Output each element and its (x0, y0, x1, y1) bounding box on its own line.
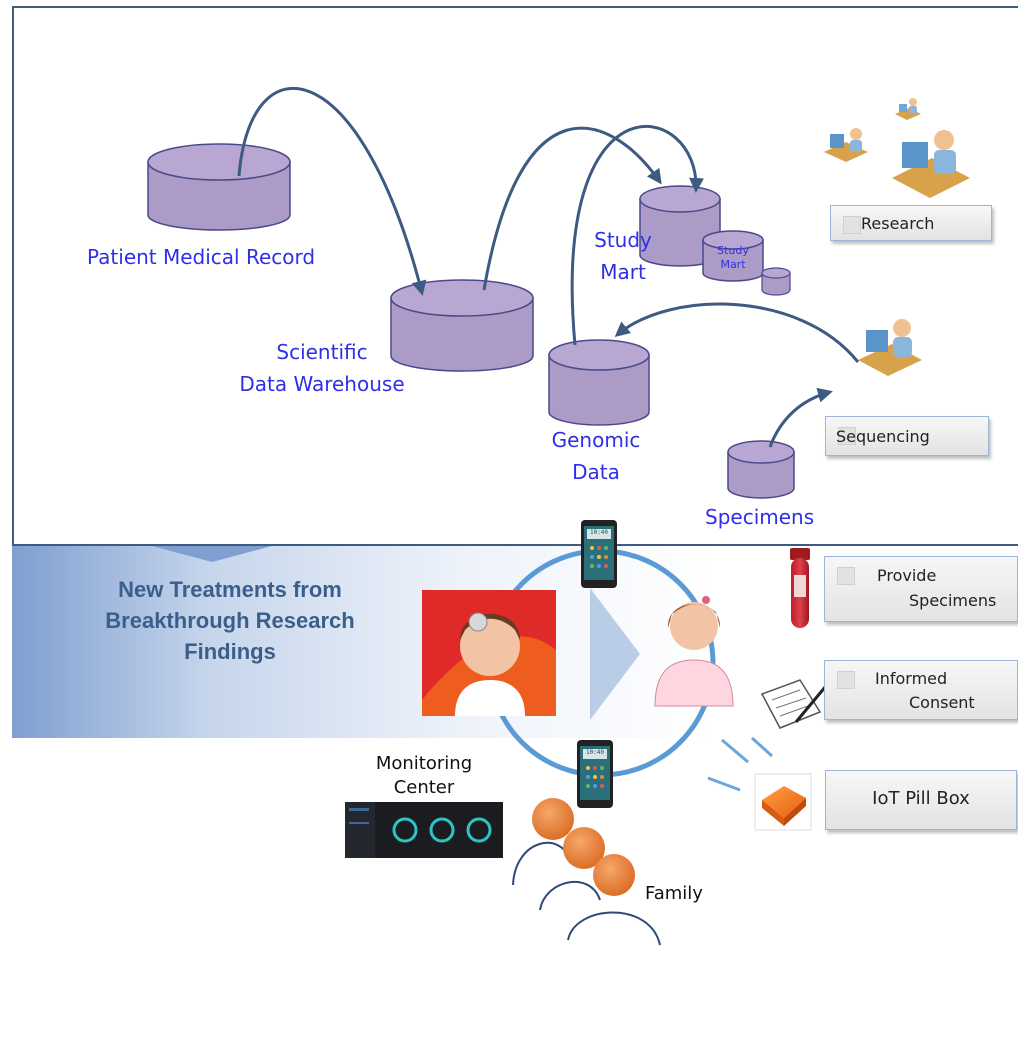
provide-specimens-checkbox (837, 567, 855, 585)
research-label: Research (861, 214, 935, 233)
patient-record-cylinder (147, 143, 291, 231)
informed-consent-checkbox (837, 671, 855, 689)
arrow-record-to-dw (237, 87, 427, 296)
monitoring-line2: Center (393, 777, 455, 798)
study-mart-label: Study Mart (588, 224, 658, 288)
arrow-genomic-to-study-mart (570, 125, 705, 346)
small-mart-label: Study Mart (707, 244, 759, 272)
arrow-sequencing-to-genomic (614, 302, 860, 363)
genomic-line2: Data (572, 460, 620, 484)
arrow-dw-to-study-mart (482, 126, 662, 291)
sequencing-checkbox (838, 427, 856, 445)
arrow-specimens-to-sequencing (768, 387, 833, 448)
informed-consent-button[interactable]: Informed Consent (824, 660, 1018, 720)
research-button[interactable]: Research (830, 205, 992, 241)
scientific-dw-label: Scientific Data Warehouse (232, 336, 412, 400)
provide-specimens-button[interactable]: Provide Specimens (824, 556, 1018, 622)
researcher-small-icon (895, 98, 921, 120)
study-mart-line1: Study (594, 228, 652, 252)
banner-line3: Findings (184, 639, 276, 664)
specimen-tube-icon (790, 548, 810, 628)
monitoring-line1: Monitoring (375, 753, 473, 774)
specimens-cylinder (727, 440, 795, 499)
scientific-dw-line1: Scientific (276, 340, 368, 364)
family-label: Family (645, 883, 703, 904)
patient-record-label: Patient Medical Record (87, 245, 316, 269)
tiny-mart-cylinder (761, 267, 791, 296)
specimens-label: Specimens (705, 505, 815, 529)
consent-document-icon (760, 679, 828, 729)
researcher-large-icon (892, 130, 970, 198)
family-member-3 (560, 854, 676, 1055)
study-mart-cylinder (639, 185, 721, 267)
banner-line1: New Treatments from (118, 577, 342, 602)
banner-title: New Treatments from Breakthrough Researc… (60, 574, 400, 667)
data-panel (12, 6, 1018, 546)
doctor-image (422, 590, 556, 716)
scientific-dw-line2: Data Warehouse (239, 372, 405, 396)
researcher-left-icon (824, 128, 868, 162)
sequencing-button[interactable]: Sequencing (825, 416, 989, 456)
phone-top-time: 10:40 (589, 529, 609, 536)
small-mart-cylinder (702, 230, 764, 282)
sequencing-label: Sequencing (836, 427, 930, 446)
banner-line2: Breakthrough Research (105, 608, 355, 633)
phone-top-icon (581, 520, 617, 588)
genomic-label: Genomic Data (541, 424, 651, 488)
sequencing-researcher-icon (858, 319, 922, 376)
small-mart-line1: Study (717, 244, 749, 257)
iot-pill-box-label: IoT Pill Box (872, 788, 970, 809)
monitoring-screen (345, 802, 503, 858)
patient-icon (654, 596, 734, 707)
research-checkbox (843, 216, 861, 234)
phone-bottom-time: 10:40 (585, 749, 605, 756)
informed-consent-line1: Informed (875, 669, 948, 688)
signal-lines (707, 736, 774, 792)
pill-box-icon (754, 773, 812, 831)
monitoring-center-label: Monitoring Center (362, 752, 486, 800)
provide-specimens-line2: Specimens (909, 591, 997, 610)
small-mart-line2: Mart (720, 258, 746, 271)
phone-bottom-icon (577, 740, 613, 808)
banner-chevron (152, 546, 272, 562)
provide-specimens-line1: Provide (877, 566, 937, 585)
study-mart-line2: Mart (600, 260, 646, 284)
genomic-cylinder (548, 339, 650, 426)
arrow-doctor-to-patient (590, 588, 640, 720)
iot-pill-box-button[interactable]: IoT Pill Box (825, 770, 1017, 830)
scientific-dw-cylinder (390, 279, 534, 372)
genomic-line1: Genomic (551, 428, 641, 452)
informed-consent-line2: Consent (909, 693, 975, 712)
